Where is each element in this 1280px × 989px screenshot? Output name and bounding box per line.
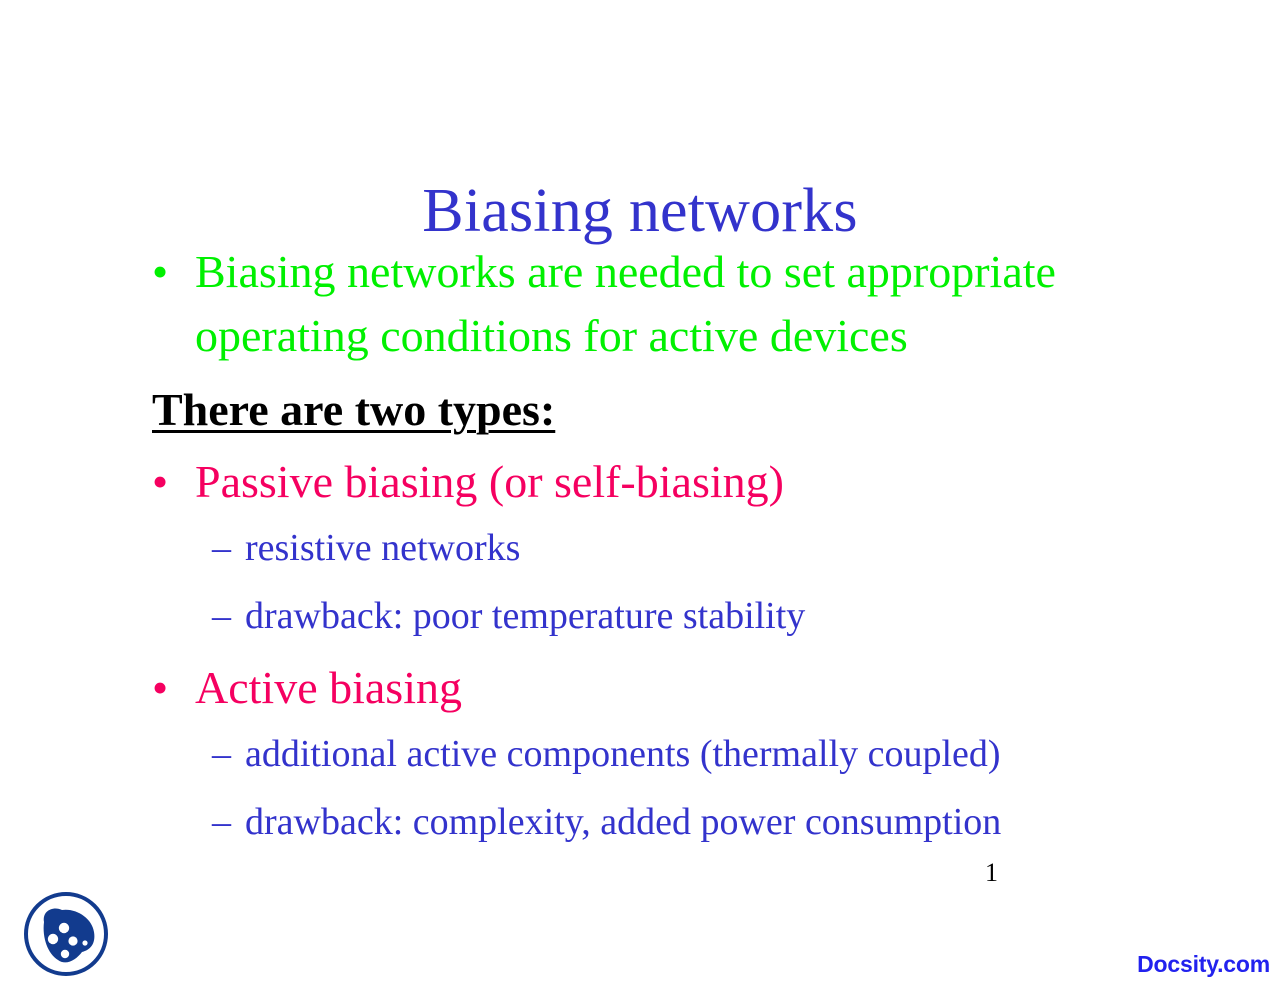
bullet-text: Passive biasing (or self-biasing) — [195, 456, 784, 507]
docsity-brand-label: Docsity.com — [1137, 951, 1270, 977]
dash-glyph: – — [212, 801, 231, 843]
sub-bullet-item-additional-components: – additional active components (thermall… — [0, 720, 1280, 788]
bullet-glyph: • — [152, 246, 169, 297]
subheading-there-are-two-types: There are two types: — [0, 378, 1280, 442]
sub-bullet-text: drawback: poor temperature stability — [245, 595, 806, 637]
bullet-glyph: • — [152, 456, 169, 507]
dash-glyph: – — [212, 733, 231, 775]
bullet-text: Biasing networks are needed to set appro… — [195, 246, 1056, 361]
bullet-glyph: • — [152, 662, 169, 713]
page-title: Biasing networks — [422, 176, 858, 245]
bullet-item-passive-biasing: • Passive biasing (or self-biasing) — [0, 450, 1280, 514]
dash-glyph: – — [212, 595, 231, 637]
subheading-text: There are two types: — [152, 384, 556, 435]
bullet-item-biasing-networks: • Biasing networks are needed to set app… — [0, 240, 1280, 368]
bullet-text: Active biasing — [195, 662, 462, 713]
sub-bullet-item-resistive-networks: – resistive networks — [0, 514, 1280, 582]
bullet-item-active-biasing: • Active biasing — [0, 656, 1280, 720]
sub-bullet-item-temperature-stability: – drawback: poor temperature stability — [0, 582, 1280, 650]
sub-bullet-text: resistive networks — [245, 527, 521, 569]
slide-body: • Biasing networks are needed to set app… — [0, 240, 1280, 856]
page-number: 1 — [985, 858, 998, 887]
docsity-logo-icon — [20, 888, 112, 980]
dash-glyph: – — [212, 527, 231, 569]
sub-bullet-item-complexity-power: – drawback: complexity, added power cons… — [0, 788, 1280, 856]
sub-bullet-text: additional active components (thermally … — [245, 733, 1001, 775]
sub-bullet-text: drawback: complexity, added power consum… — [245, 801, 1002, 843]
